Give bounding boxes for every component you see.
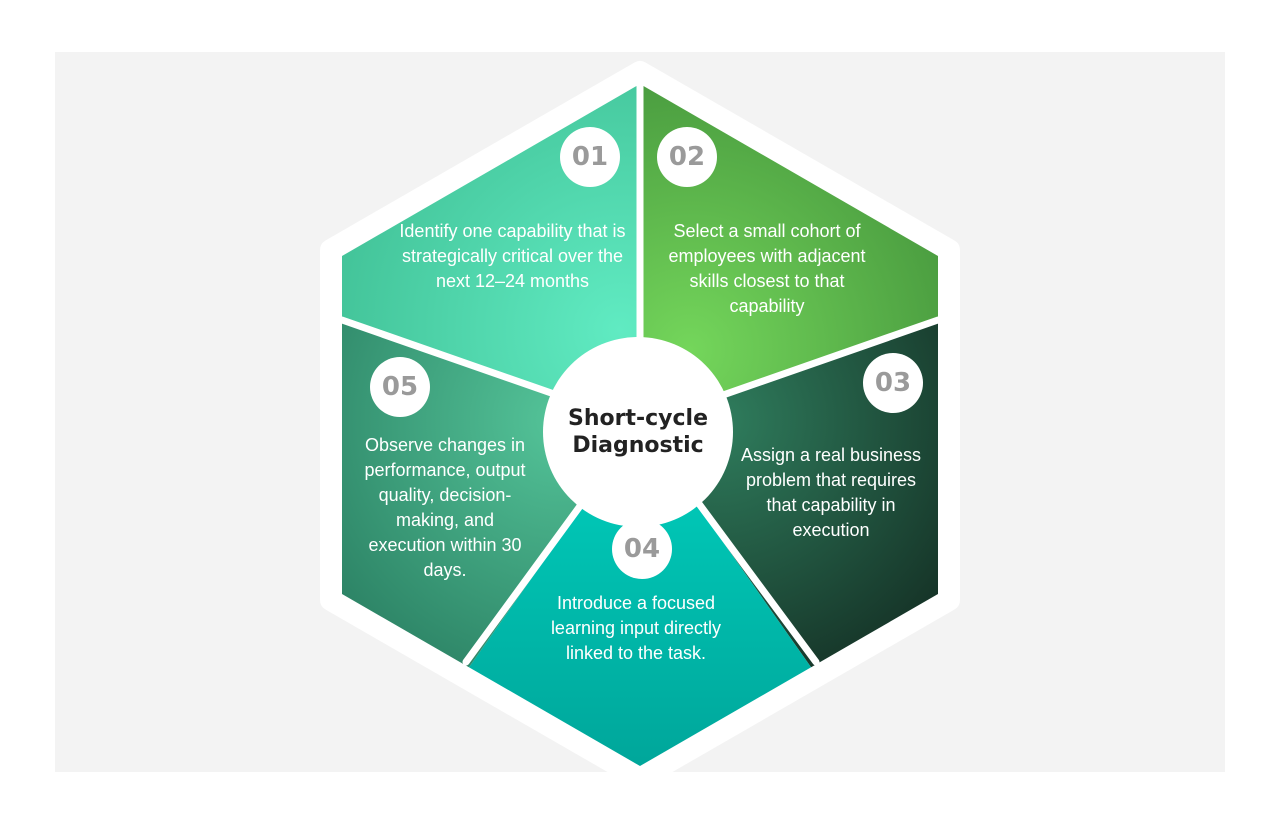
step-01-text: Identify one capability that is strategi…	[399, 221, 626, 291]
step-02-badge: 02	[657, 127, 717, 187]
step-02-text: Select a small cohort of employees with …	[668, 221, 866, 316]
title-line-2: Diagnostic	[572, 433, 704, 458]
step-05-badge: 05	[370, 357, 430, 417]
step-01-badge: 01	[560, 127, 620, 187]
step-04-badge: 04	[612, 519, 672, 579]
step-04-text: Introduce a focused learning input direc…	[550, 593, 722, 663]
segment-04	[460, 424, 820, 766]
step-03-text: Assign a real business problem that requ…	[740, 445, 922, 540]
segment-02	[640, 84, 938, 424]
step-05-number: 05	[381, 372, 419, 402]
step-05-text: Observe changes in performance, output q…	[364, 435, 526, 580]
step-01-number: 01	[571, 142, 609, 172]
center-circle: Short-cycle Diagnostic	[543, 337, 733, 527]
step-03-badge: 03	[863, 353, 923, 413]
step-04-number: 04	[623, 534, 661, 564]
diagram-title: Short-cycle Diagnostic	[553, 405, 723, 459]
step-02-number: 02	[668, 142, 706, 172]
step-03-number: 03	[874, 368, 912, 398]
title-line-1: Short-cycle	[567, 406, 708, 431]
